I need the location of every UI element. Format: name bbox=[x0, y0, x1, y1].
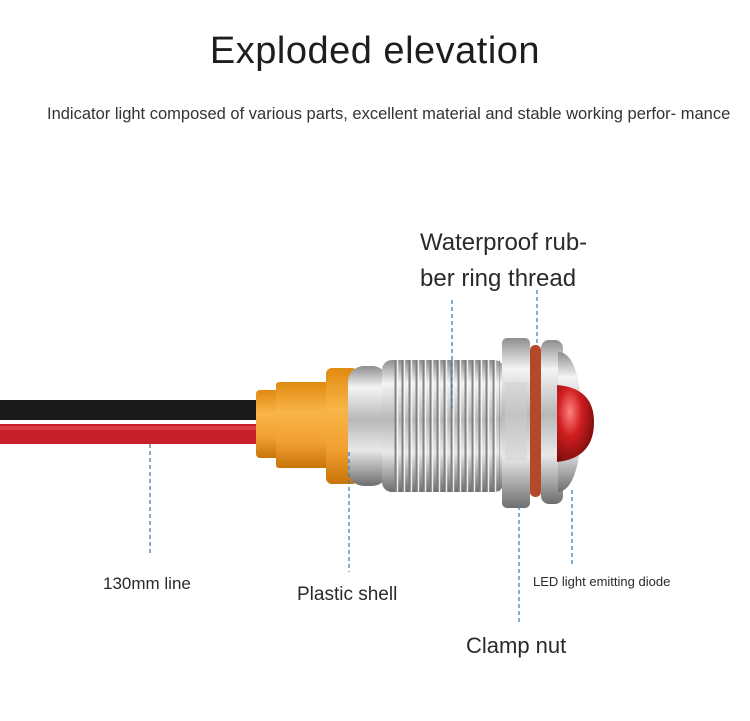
label-nut: Clamp nut bbox=[466, 633, 567, 658]
page-title: Exploded elevation bbox=[209, 30, 541, 72]
page-subtitle: Indicator light composed of various part… bbox=[47, 105, 731, 123]
black-wire bbox=[0, 400, 262, 420]
rubber-o-ring bbox=[530, 345, 541, 497]
label-shell: Plastic shell bbox=[297, 584, 398, 605]
label-ring-thread: Waterproof rub- ber ring thread bbox=[420, 229, 588, 292]
led-dome bbox=[557, 385, 594, 462]
clamp-nut bbox=[502, 338, 530, 508]
metal-body bbox=[348, 360, 504, 492]
plastic-shell bbox=[256, 368, 358, 484]
label-led: LED light emitting diode bbox=[533, 574, 671, 589]
label-line: 130mm line bbox=[103, 574, 191, 593]
